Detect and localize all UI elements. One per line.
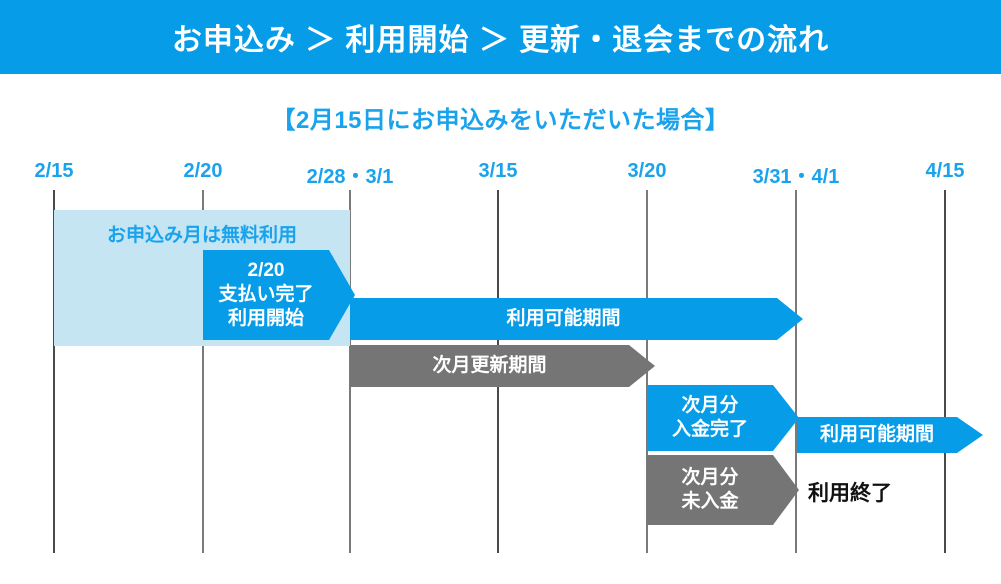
axis-label-3-15: 3/15: [478, 160, 518, 182]
band-free-application-month-label: お申込み月は無料利用: [106, 225, 297, 246]
axis-label-3-20: 3/20: [627, 160, 667, 182]
page-title: お申込み ＞ 利用開始 ＞ 更新・退会までの流れ: [171, 24, 830, 57]
bar-usable-period-first-label: 利用可能期間: [506, 308, 621, 330]
bar-payment-complete-usage-start-label: 2/20 支払い完了 利用開始: [218, 260, 314, 329]
subtitle: 【2月15日にお申込みをいただいた場合】: [271, 107, 730, 134]
axis-label-2-20: 2/20: [183, 160, 223, 182]
bar-next-month-payment-complete: 次月分 入金完了: [647, 385, 799, 451]
bar-next-month-payment-complete-label: 次月分 入金完了: [671, 395, 748, 440]
bar-payment-complete-usage-start: 2/20 支払い完了 利用開始: [203, 250, 355, 340]
gridline-2-20: [202, 190, 204, 553]
gridline-4-15: [944, 190, 946, 553]
axis-label-2-28-3-1: 2/28・3/1: [306, 166, 394, 188]
label-service-end: 利用終了: [808, 482, 892, 505]
bar-next-month-renewal-period-label: 次月更新期間: [432, 355, 547, 377]
axis-label-3-31-4-1: 3/31・4/1: [752, 166, 840, 188]
bar-next-month-unpaid-label: 次月分 未入金: [681, 467, 739, 512]
axis-label-2-15: 2/15: [34, 160, 74, 182]
bar-usable-period-first: 利用可能期間: [350, 298, 803, 340]
axis-label-4-15: 4/15: [925, 160, 965, 182]
gridline-3-31-4-1: [795, 190, 797, 553]
bar-next-month-renewal-period: 次月更新期間: [350, 345, 655, 387]
bar-next-month-unpaid: 次月分 未入金: [647, 455, 799, 525]
header-bar: お申込み ＞ 利用開始 ＞ 更新・退会までの流れ: [0, 0, 1001, 74]
gridline-2-15: [53, 190, 55, 553]
bar-usable-period-second: 利用可能期間: [797, 417, 983, 453]
bar-usable-period-second-label: 利用可能期間: [819, 424, 934, 446]
